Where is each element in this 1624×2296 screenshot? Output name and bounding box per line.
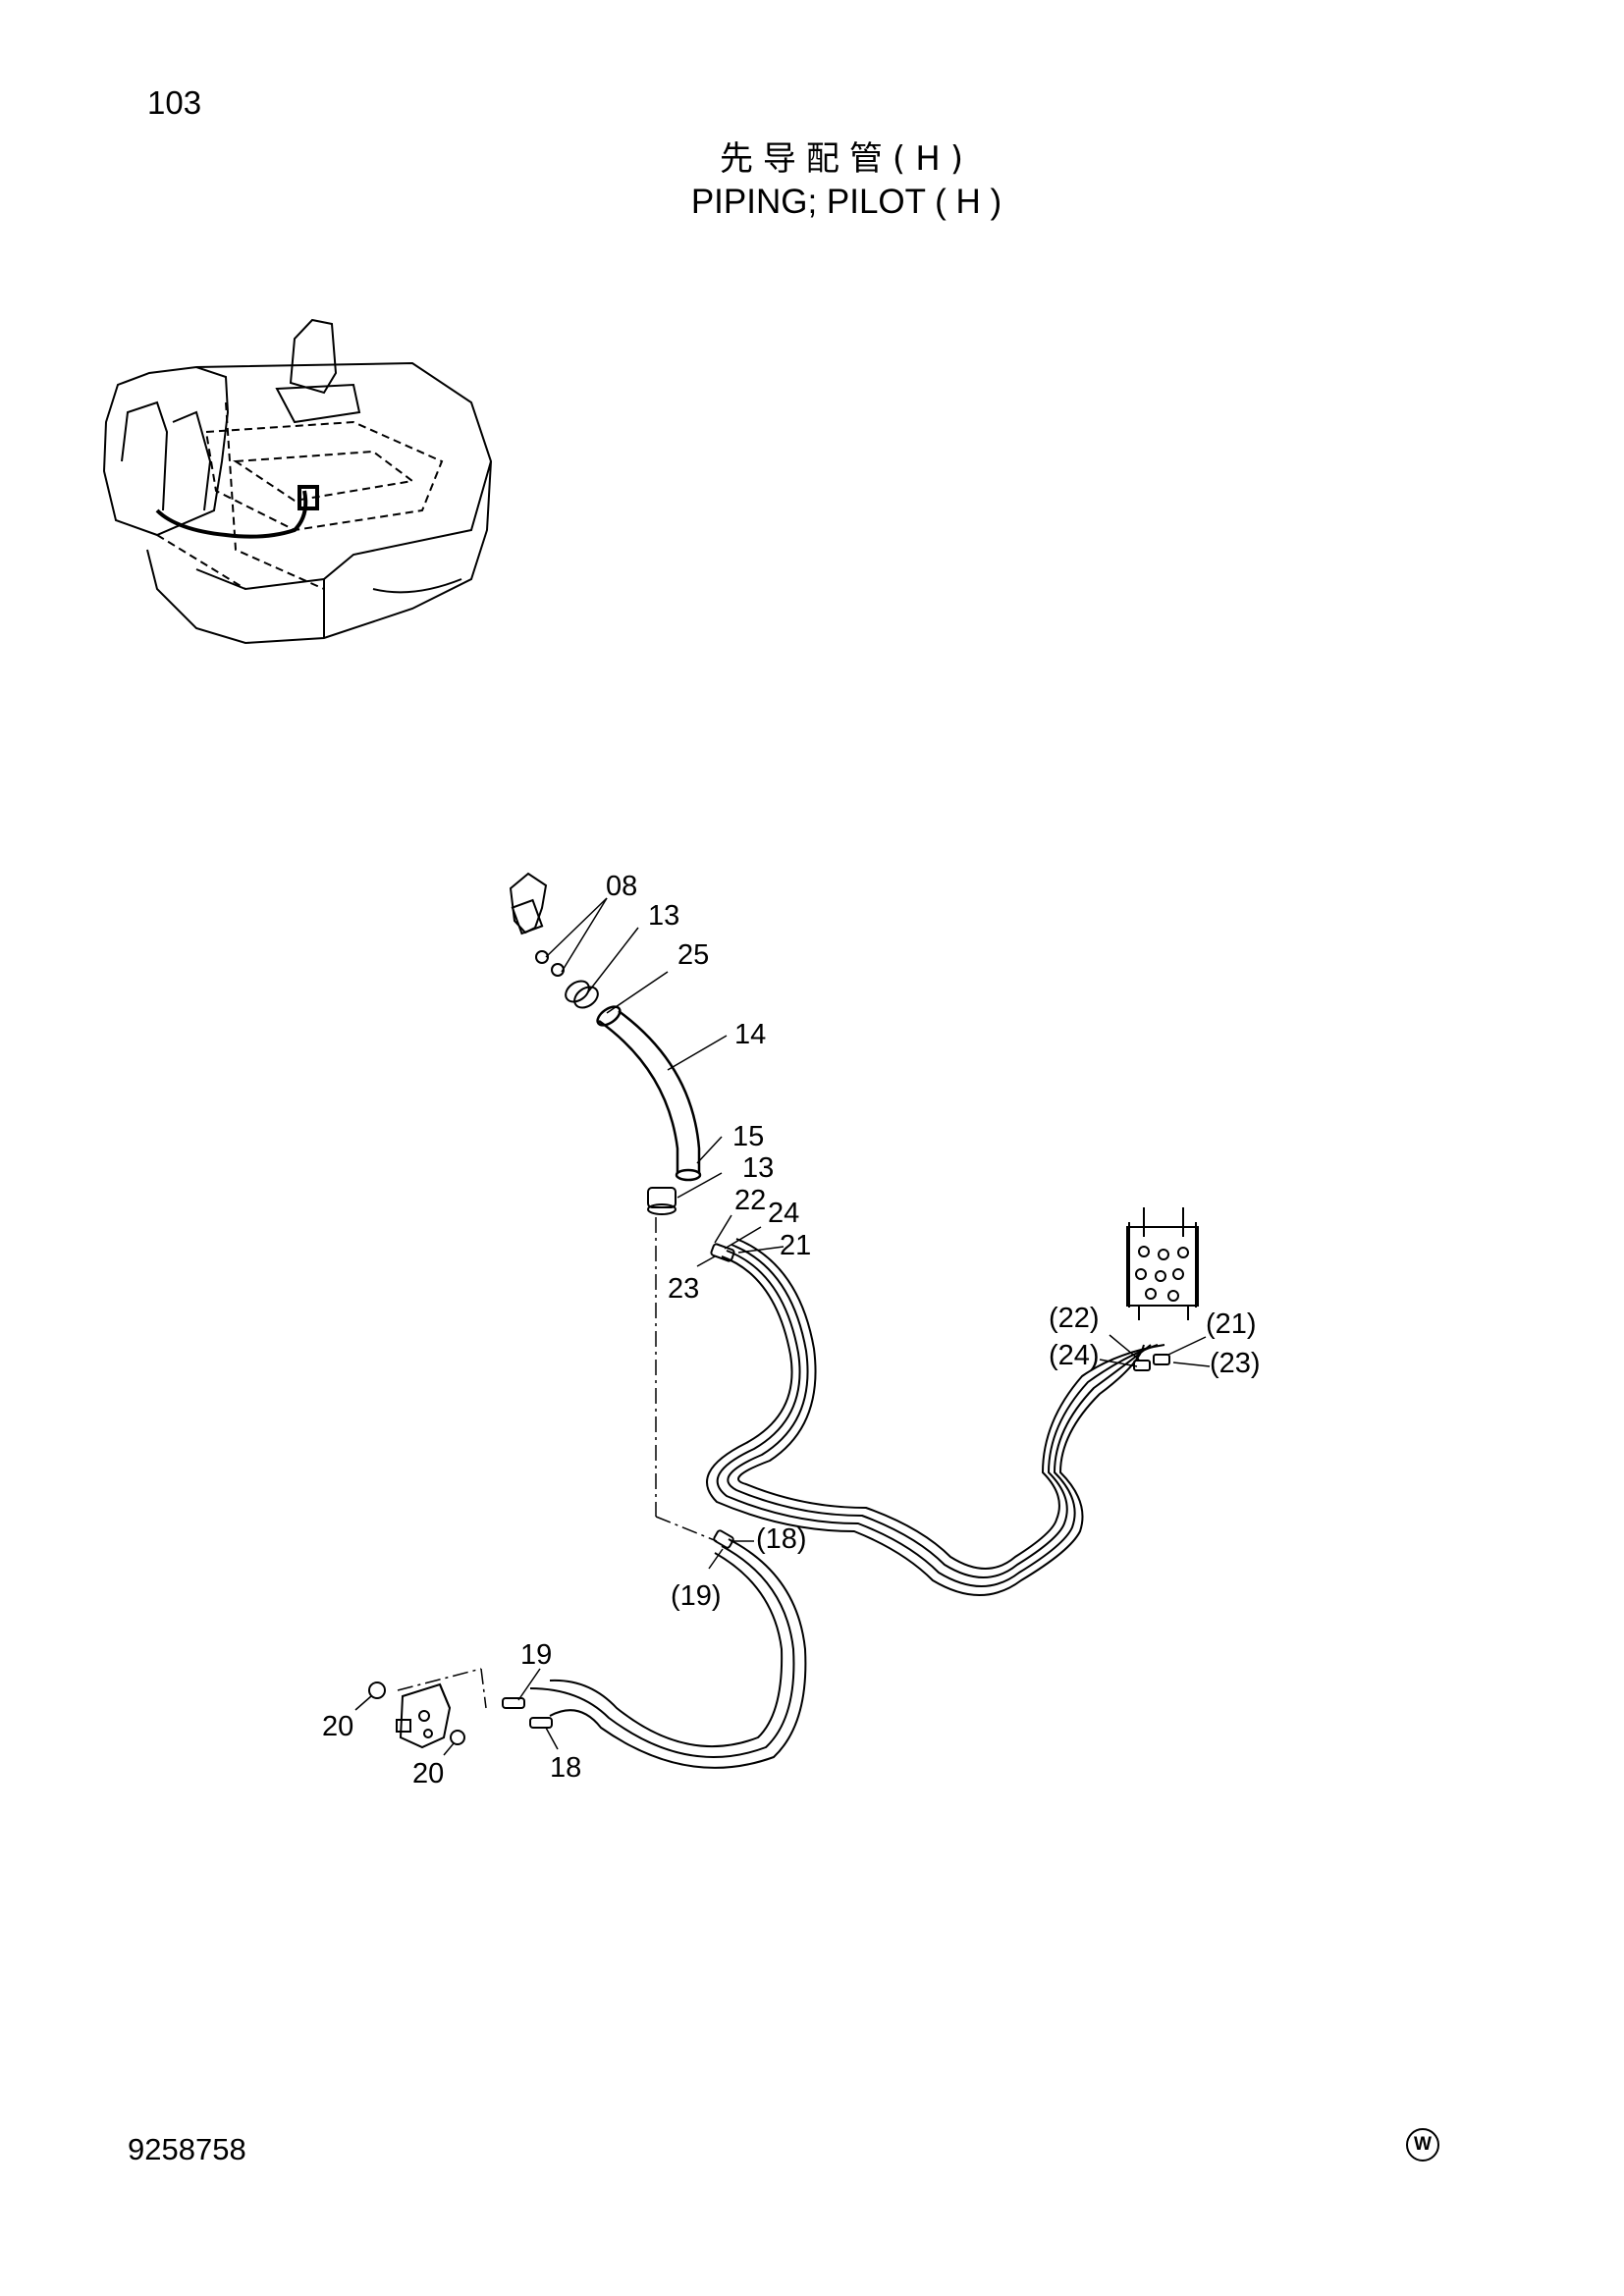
center-line xyxy=(397,1217,718,1709)
seal-ring xyxy=(565,980,599,1009)
circled-w-mark: W xyxy=(1406,2128,1439,2162)
pilot-valve xyxy=(509,872,565,977)
callout-25: 25 xyxy=(677,939,709,971)
callout-labels: 08 13 25 14 15 13 22 24 21 23 (22) (24) … xyxy=(322,871,1261,1789)
callout-21-ref: (21) xyxy=(1206,1308,1257,1340)
callout-18: 18 xyxy=(550,1752,581,1784)
page-number: 103 xyxy=(147,84,202,121)
boot-elbow xyxy=(596,1005,702,1182)
callout-13-top: 13 xyxy=(648,900,679,932)
callout-20-bottom: 20 xyxy=(412,1758,444,1789)
callout-08: 08 xyxy=(606,871,637,902)
callout-24: 24 xyxy=(768,1198,799,1229)
control-valve-block xyxy=(1126,1207,1199,1320)
callout-21: 21 xyxy=(780,1230,811,1261)
callout-22: 22 xyxy=(734,1185,766,1216)
hose-lower xyxy=(502,1529,807,1769)
title-chinese: 先导配管(H) xyxy=(719,139,974,179)
callout-22-ref: (22) xyxy=(1049,1303,1100,1334)
solenoid-block xyxy=(368,1682,465,1749)
callout-20-left: 20 xyxy=(322,1711,353,1742)
leader-lines xyxy=(354,897,1211,1756)
callout-15: 15 xyxy=(732,1121,764,1152)
callout-19-ref: (19) xyxy=(671,1580,722,1612)
document-number: 9258758 xyxy=(128,2132,246,2166)
callout-23-ref: (23) xyxy=(1210,1348,1261,1379)
callout-19: 19 xyxy=(520,1639,552,1671)
callout-13-lower: 13 xyxy=(742,1152,774,1184)
clamp-and-seal xyxy=(647,1187,677,1215)
title-english: PIPING; PILOT ( H ) xyxy=(690,183,1002,221)
callout-18-ref: (18) xyxy=(756,1523,807,1555)
machine-overview-sketch xyxy=(102,318,493,645)
overview-hose-highlight xyxy=(155,485,319,539)
callout-24-ref: (24) xyxy=(1049,1340,1100,1371)
callout-23: 23 xyxy=(668,1273,699,1305)
callout-14: 14 xyxy=(734,1019,766,1050)
